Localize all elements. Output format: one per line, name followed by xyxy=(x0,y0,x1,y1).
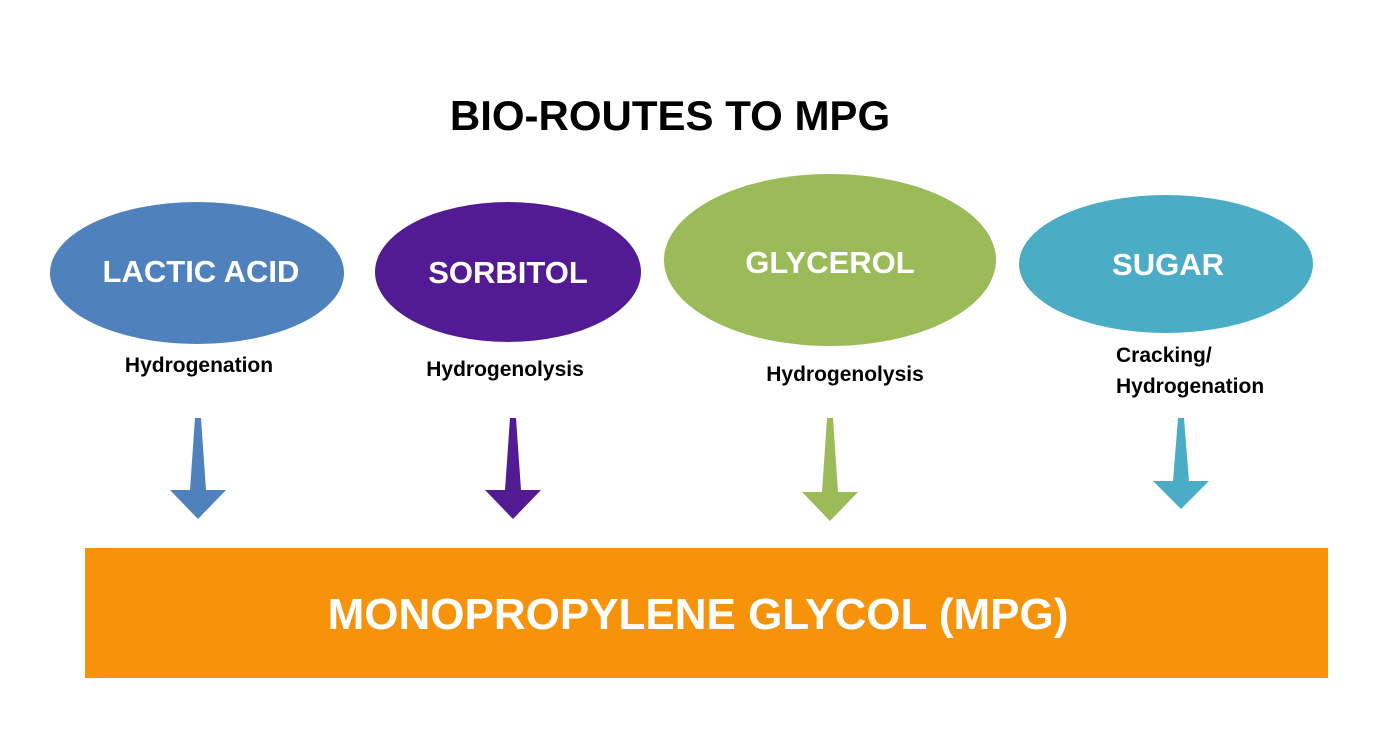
sorbitol-label: SORBITOL xyxy=(428,255,588,290)
sugar-process-line2: Hydrogenation xyxy=(1116,375,1264,398)
lactic-acid-process: Hydrogenation xyxy=(125,354,273,377)
sorbitol-process: Hydrogenolysis xyxy=(426,358,584,381)
route-glycerol: GLYCEROL Hydrogenolysis xyxy=(664,174,996,521)
route-lactic-acid: LACTIC ACID Hydrogenation xyxy=(50,202,344,519)
diagram-title: BIO-ROUTES TO MPG xyxy=(450,92,890,139)
product-box-background xyxy=(85,548,1328,678)
product-box: MONOPROPYLENE GLYCOL (MPG) xyxy=(85,548,1328,678)
sorbitol-node xyxy=(375,202,641,342)
lactic-acid-label: LACTIC ACID xyxy=(103,254,300,289)
route-sorbitol: SORBITOL Hydrogenolysis xyxy=(375,202,641,519)
lactic-acid-node xyxy=(50,202,344,344)
product-label: MONOPROPYLENE GLYCOL (MPG) xyxy=(328,590,1069,639)
glycerol-process: Hydrogenolysis xyxy=(766,363,924,386)
sugar-node xyxy=(1019,195,1313,333)
sugar-process-line1: Cracking/ xyxy=(1116,344,1212,367)
route-sugar: SUGAR Cracking/ Hydrogenation xyxy=(1019,195,1313,509)
arrow-down-icon xyxy=(170,418,226,519)
glycerol-node xyxy=(664,174,996,346)
sugar-label: SUGAR xyxy=(1112,247,1224,282)
arrow-down-icon xyxy=(485,418,541,519)
arrow-down-icon xyxy=(802,418,858,521)
arrow-down-icon xyxy=(1153,418,1209,509)
glycerol-label: GLYCEROL xyxy=(745,245,914,280)
